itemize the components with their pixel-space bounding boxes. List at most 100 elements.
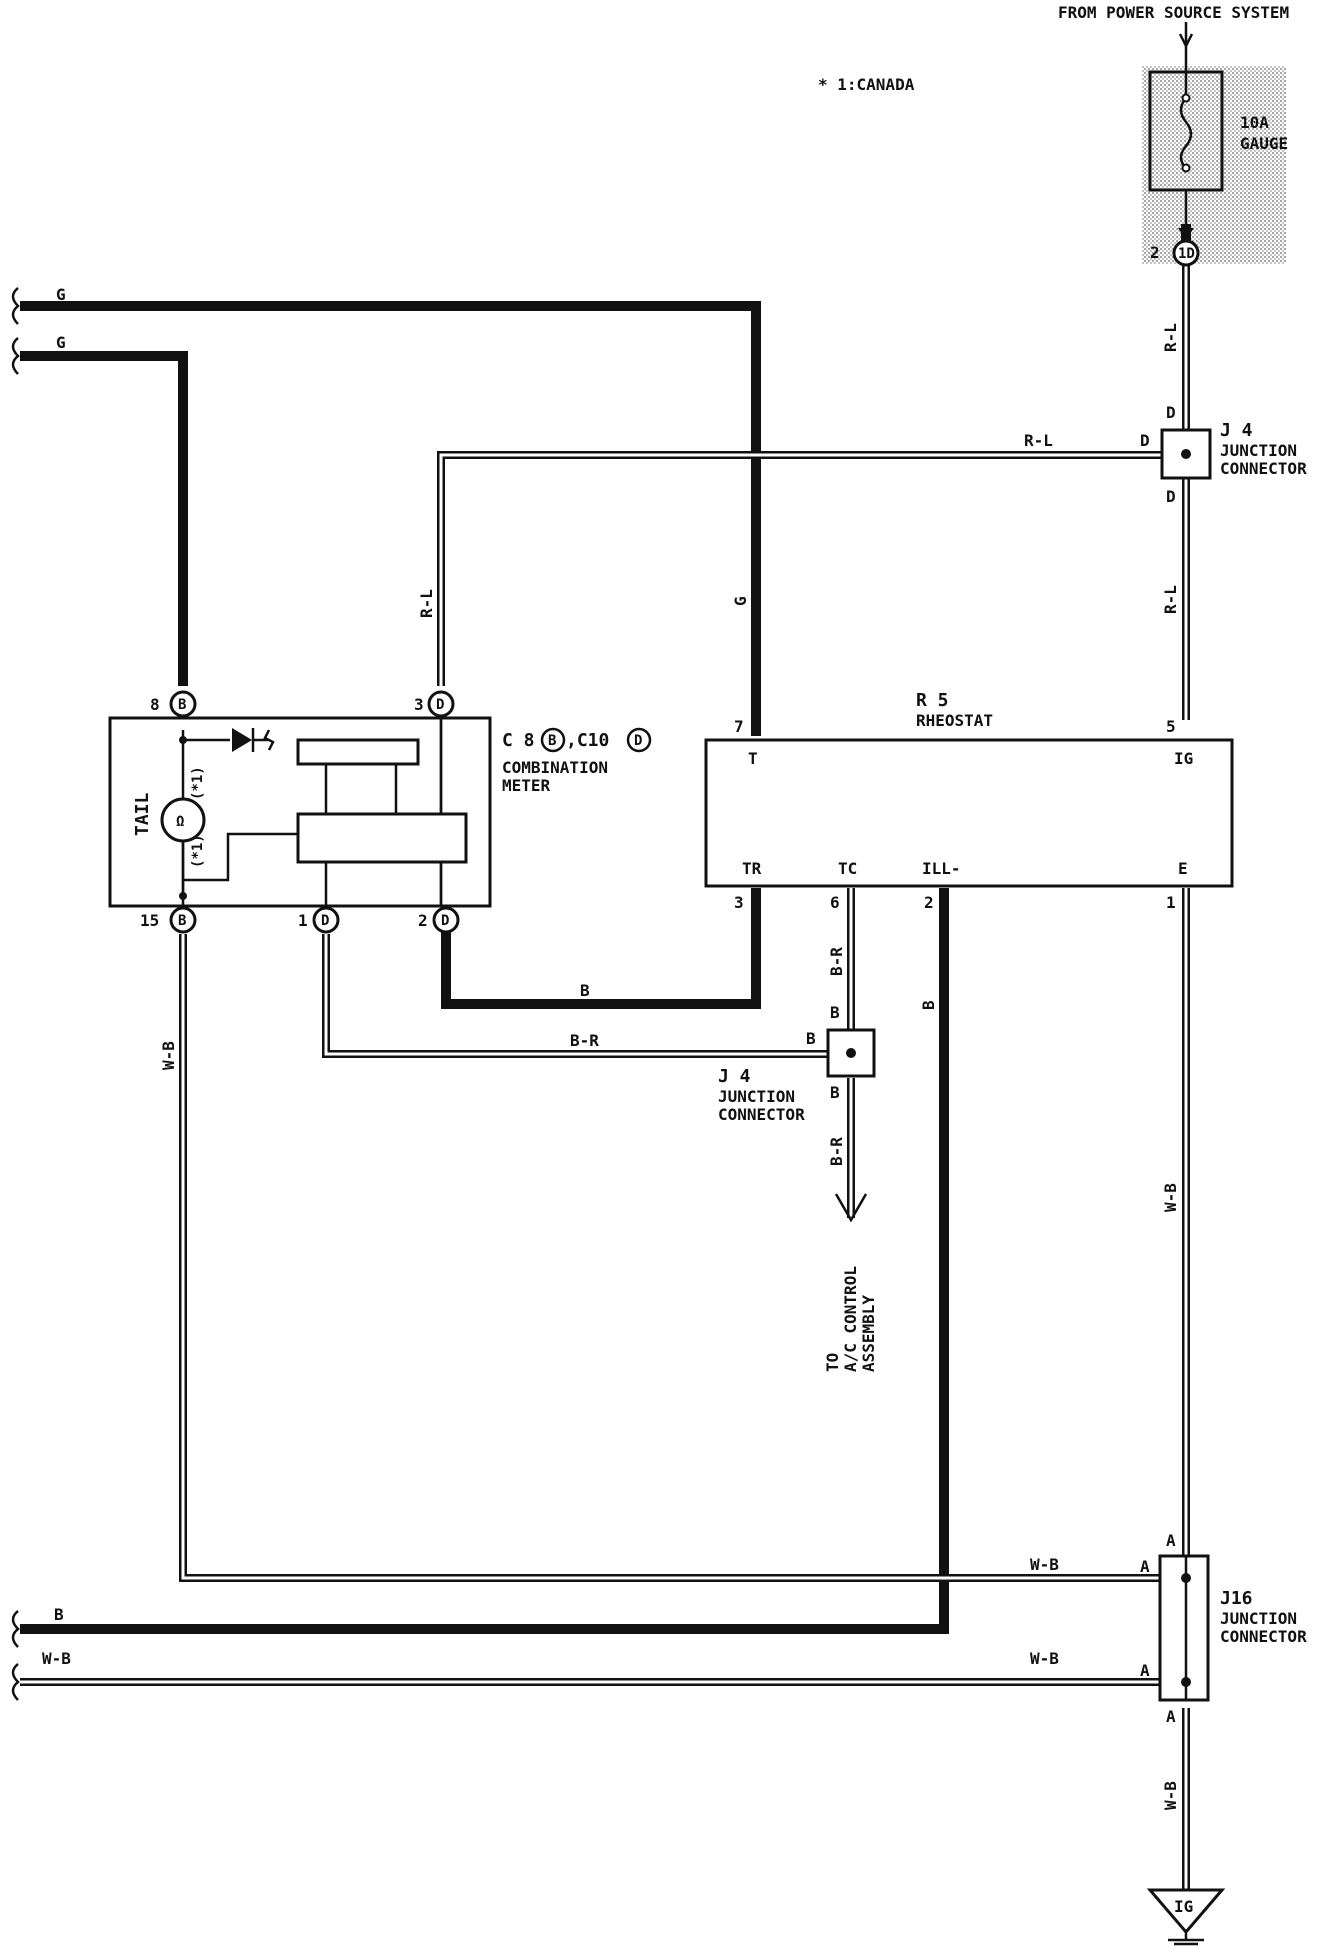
svg-text:B: B (806, 1029, 816, 1048)
svg-text:G: G (56, 285, 66, 304)
svg-text:J16: J16 (1220, 1588, 1253, 1609)
svg-text:B-R: B-R (827, 947, 846, 976)
combination-meter: Ω TAIL (*1) (*1) B 8 D 3 B 15 D 1 D 2 C … (108, 690, 652, 934)
wire-break-marks (11, 287, 20, 1701)
wire-g-top (20, 301, 761, 736)
svg-text:G: G (56, 333, 66, 352)
svg-text:2: 2 (1150, 243, 1160, 262)
svg-text:METER: METER (502, 776, 551, 795)
svg-text:,C10: ,C10 (566, 730, 609, 751)
svg-text:TO: TO (823, 1353, 842, 1372)
svg-text:6: 6 (830, 893, 840, 912)
svg-text:B: B (548, 733, 556, 749)
svg-text:IG: IG (1174, 1897, 1193, 1916)
j4-top-junction: D D D J 4 JUNCTION CONNECTOR (1140, 403, 1307, 506)
svg-text:IG: IG (1174, 749, 1193, 768)
svg-text:3: 3 (734, 893, 744, 912)
svg-text:D: D (441, 913, 449, 929)
svg-text:D: D (321, 913, 329, 929)
svg-text:R-L: R-L (1161, 585, 1180, 614)
svg-text:R-L: R-L (1161, 323, 1180, 352)
double-wires (20, 254, 1190, 1890)
svg-text:2: 2 (418, 911, 428, 930)
svg-text:D: D (634, 733, 642, 749)
svg-text:CONNECTOR: CONNECTOR (1220, 1627, 1307, 1646)
j4-bottom-junction: B B B J 4 JUNCTION CONNECTOR (718, 1003, 876, 1124)
svg-text:JUNCTION: JUNCTION (1220, 441, 1297, 460)
svg-text:A: A (1140, 1557, 1150, 1576)
j16-junction: A A A A J16 JUNCTION CONNECTOR (1140, 1531, 1307, 1726)
wire-g-second (20, 351, 188, 686)
svg-text:1: 1 (298, 911, 308, 930)
svg-text:E: E (1178, 859, 1188, 878)
svg-text:CONNECTOR: CONNECTOR (718, 1105, 805, 1124)
svg-text:B: B (178, 913, 186, 929)
svg-text:G: G (731, 596, 750, 606)
svg-text:C 8: C 8 (502, 730, 535, 751)
svg-text:D: D (1140, 431, 1150, 450)
svg-text:(*1): (*1) (190, 834, 206, 868)
svg-text:(*1): (*1) (190, 766, 206, 800)
svg-text:R 5: R 5 (916, 690, 949, 711)
svg-text:10A: 10A (1240, 113, 1269, 132)
svg-text:B-R: B-R (570, 1031, 599, 1050)
svg-text:A: A (1166, 1707, 1176, 1726)
ground-triangle-icon (1146, 1888, 1226, 1935)
canada-note: * 1:CANADA (818, 75, 915, 94)
svg-text:CONNECTOR: CONNECTOR (1220, 459, 1307, 478)
svg-text:1: 1 (1166, 893, 1176, 912)
svg-text:7: 7 (734, 717, 744, 736)
svg-text:J 4: J 4 (718, 1066, 751, 1087)
svg-text:TAIL: TAIL (132, 792, 153, 836)
svg-text:A: A (1166, 1531, 1176, 1550)
svg-text:B: B (919, 1000, 938, 1010)
diode-icon (232, 728, 252, 752)
arrow-down-icon (1178, 33, 1194, 49)
from-power-label: FROM POWER SOURCE SYSTEM (1058, 3, 1289, 22)
svg-text:W-B: W-B (1161, 1781, 1180, 1810)
svg-text:B: B (178, 697, 186, 713)
svg-text:A/C CONTROL: A/C CONTROL (841, 1266, 860, 1372)
ac-control-label: TO A/C CONTROL ASSEMBLY (823, 1266, 878, 1372)
svg-text:D: D (1166, 487, 1176, 506)
wire-labels: G G G R-L R-L R-L R-L B B B B-R B-R B-R … (42, 285, 1180, 1810)
svg-text:B: B (830, 1083, 840, 1102)
ground-ig: IG (1146, 1888, 1226, 1946)
svg-text:R-L: R-L (1024, 431, 1053, 450)
svg-text:R-L: R-L (417, 589, 436, 618)
svg-text:2: 2 (924, 893, 934, 912)
svg-text:5: 5 (1166, 717, 1176, 736)
svg-text:TR: TR (742, 859, 762, 878)
svg-text:3: 3 (414, 695, 424, 714)
svg-text:J 4: J 4 (1220, 420, 1253, 441)
svg-text:W-B: W-B (42, 1649, 71, 1668)
svg-text:T: T (748, 749, 758, 768)
svg-text:W-B: W-B (1030, 1555, 1059, 1574)
svg-text:W-B: W-B (1030, 1649, 1059, 1668)
wire-b-meter (441, 888, 761, 1009)
svg-text:ILL-: ILL- (922, 859, 961, 878)
thick-wires (20, 224, 1191, 1634)
wire-b-ill (20, 888, 949, 1634)
svg-text:B: B (54, 1605, 64, 1624)
svg-text:JUNCTION: JUNCTION (1220, 1609, 1297, 1628)
svg-text:COMBINATION: COMBINATION (502, 758, 608, 777)
svg-text:W-B: W-B (159, 1041, 178, 1070)
fuse-10a-gauge: 10A GAUGE 2 1D (1148, 22, 1288, 267)
svg-text:8: 8 (150, 695, 160, 714)
connector-circle (1172, 239, 1200, 267)
svg-text:D: D (436, 697, 444, 713)
svg-text:D: D (1166, 403, 1176, 422)
arrow-down-icon (834, 1193, 868, 1223)
svg-text:JUNCTION: JUNCTION (718, 1087, 795, 1106)
svg-text:ASSEMBLY: ASSEMBLY (859, 1295, 878, 1372)
svg-text:W-B: W-B (1161, 1183, 1180, 1212)
svg-text:B: B (580, 981, 590, 1000)
svg-text:GAUGE: GAUGE (1240, 134, 1288, 153)
svg-text:B: B (830, 1003, 840, 1022)
svg-text:TC: TC (838, 859, 857, 878)
rheostat-r5: R 5 RHEOSTAT T IG TR TC ILL- E 7 5 3 6 2… (704, 690, 1234, 912)
svg-text:15: 15 (140, 911, 159, 930)
